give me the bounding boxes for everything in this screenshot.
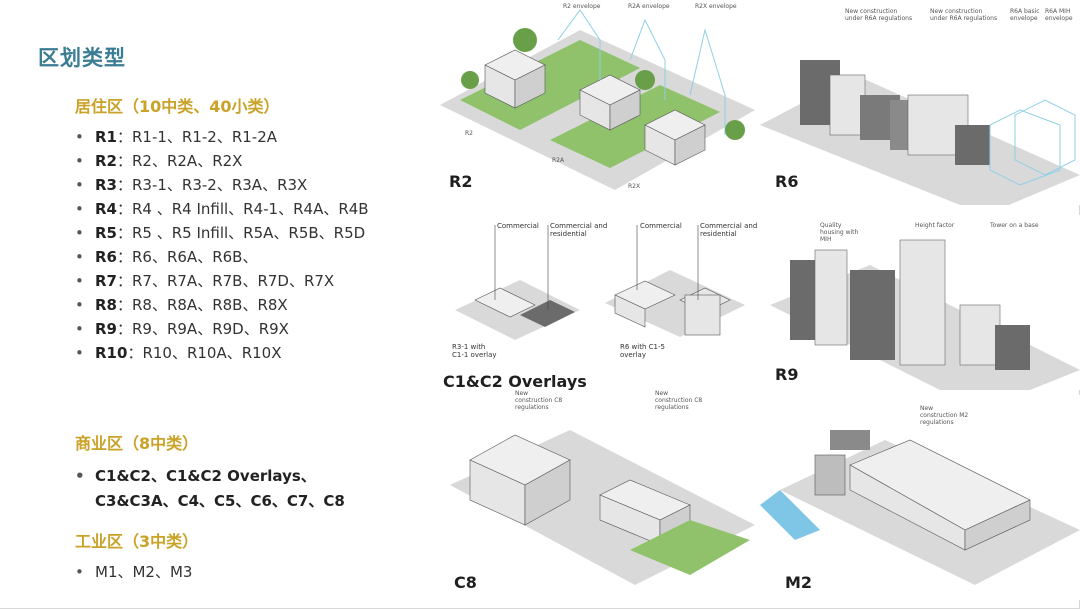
list-item: R10：R10、R10A、R10X <box>75 341 375 365</box>
c1-commercial-note: Commercial <box>497 222 539 230</box>
panel-label-r9: R9 <box>775 365 799 384</box>
list-item: R4：R4 、R4 Infill、R4-1、R4A、R4B <box>75 197 375 221</box>
c8-note-2: New construction C8 regulations <box>655 390 703 411</box>
panel-label-c8: C8 <box>454 573 477 592</box>
r9-note-2: Height factor <box>915 222 955 229</box>
zoning-illustration-c8: New construction C8 regulations New cons… <box>440 390 760 595</box>
c8-note-1: New construction C8 regulations <box>515 390 563 411</box>
r6-illustration <box>760 60 1080 205</box>
zoning-illustration-c1c2: Commercial Commercial and residential Co… <box>440 215 760 395</box>
list-item: R2：R2、R2A、R2X <box>75 149 375 173</box>
zoning-illustration-r6: New construction under R6A regulations N… <box>760 0 1080 205</box>
list-item: M1、M2、M3 <box>75 560 375 584</box>
r2a-tag: R2A <box>552 157 565 164</box>
residential-heading: 居住区（10中类、40小类） <box>75 97 280 116</box>
r6-note-1: New construction under R6A regulations <box>845 8 913 22</box>
list-item: R1：R1-1、R1-2、R1-2A <box>75 125 375 149</box>
r9-note-1: Quality housing with MIH <box>820 222 859 243</box>
r2-tag: R2 <box>465 130 473 137</box>
panel-label-r6: R6 <box>775 172 799 191</box>
m2-illustration <box>760 430 1080 585</box>
list-item: C1&C2、C1&C2 Overlays、C3&C3A、C4、C5、C6、C7、… <box>75 464 375 514</box>
m2-note: New construction M2 regulations <box>920 405 969 426</box>
r6-note-3: R6A basic envelope <box>1010 8 1040 22</box>
page-title: 区划类型 <box>38 46 126 70</box>
r6-note-2: New construction under R6A regulations <box>930 8 998 22</box>
zoning-illustration-r9: Quality housing with MIH Height factor T… <box>770 215 1080 390</box>
r9-note-3: Tower on a base <box>990 222 1039 229</box>
c2-commercial-note: Commercial <box>640 222 682 230</box>
zoning-illustration-m2: New construction M2 regulations M2 <box>760 395 1080 600</box>
residential-list: R1：R1-1、R1-2、R1-2A R2：R2、R2A、R2X R3：R3-1… <box>75 125 375 365</box>
c1c2-illustration <box>455 225 745 340</box>
list-item: R9：R9、R9A、R9D、R9X <box>75 317 375 341</box>
c2-mixed-note: Commercial and residential <box>700 222 758 238</box>
r2x-tag: R2X <box>628 183 641 190</box>
c8-illustration <box>450 430 755 585</box>
commercial-heading: 商业区（8中类） <box>75 434 199 453</box>
r2x-note: R2X envelope <box>695 3 737 10</box>
c1-caption: R3-1 with C1-1 overlay <box>452 343 497 359</box>
c1-mixed-note: Commercial and residential <box>550 222 608 238</box>
zoning-illustration-r2: R2 envelope R2A envelope R2X envelope R2… <box>440 0 755 200</box>
list-item: R3：R3-1、R3-2、R3A、R3X <box>75 173 375 197</box>
r2-note: R2 envelope <box>563 3 601 10</box>
panel-label-r2: R2 <box>449 172 473 191</box>
c2-caption: R6 with C1-5 overlay <box>620 343 665 359</box>
list-item: R5：R5 、R5 Infill、R5A、R5B、R5D <box>75 221 375 245</box>
list-item: R6：R6、R6A、R6B、 <box>75 245 375 269</box>
panel-label-m2: M2 <box>785 573 813 592</box>
industrial-heading: 工业区（3中类） <box>75 532 199 551</box>
list-item: R8：R8、R8A、R8B、R8X <box>75 293 375 317</box>
list-item: R7：R7、R7A、R7B、R7D、R7X <box>75 269 375 293</box>
r2-illustration <box>440 9 755 190</box>
commercial-list: C1&C2、C1&C2 Overlays、C3&C3A、C4、C5、C6、C7、… <box>75 464 375 514</box>
r6-note-4: R6A MIH envelope <box>1045 8 1073 22</box>
r2a-note: R2A envelope <box>628 3 670 10</box>
industrial-list: M1、M2、M3 <box>75 560 375 584</box>
panel-label-c1c2: C1&C2 Overlays <box>443 372 587 391</box>
r9-illustration <box>770 239 1080 390</box>
